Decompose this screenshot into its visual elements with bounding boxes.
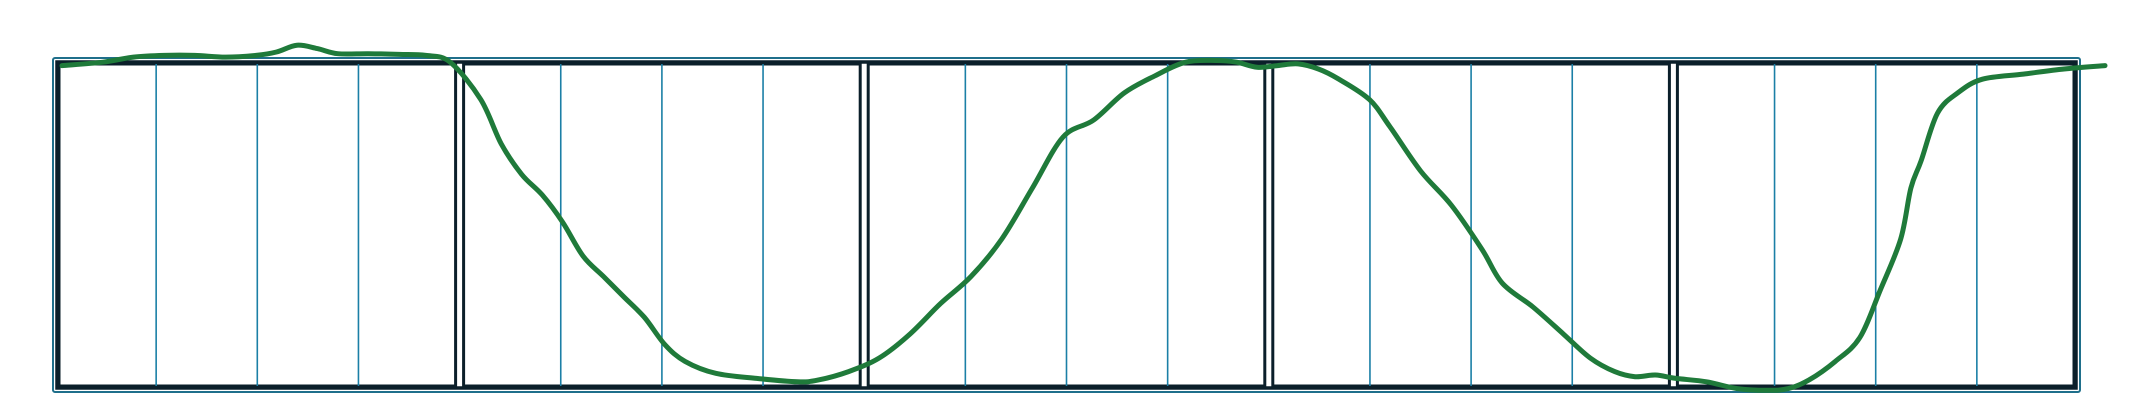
green-trace-line [59, 42, 2108, 393]
outer-frame [55, 60, 2078, 390]
outer-frame-highlight [52, 57, 2081, 393]
